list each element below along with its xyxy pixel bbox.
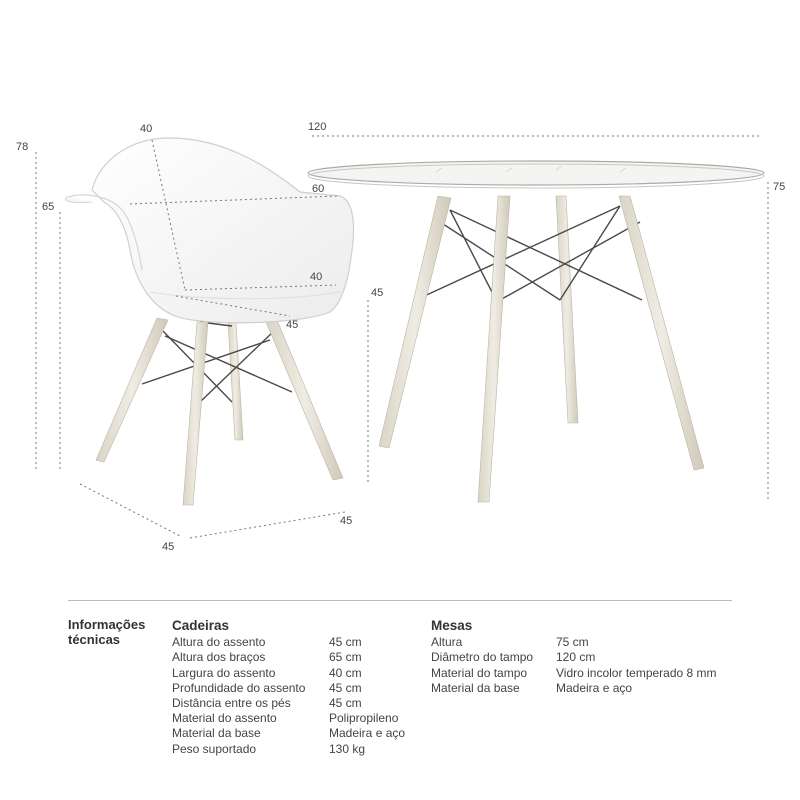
spec-row: Material da base Madeira e aço — [172, 726, 405, 741]
dim-label-seat-depth: 40 — [310, 271, 322, 283]
dim-label-table-diameter: 120 — [308, 121, 326, 133]
table-leg — [477, 195, 511, 503]
spec-row: Altura 75 cm — [431, 635, 717, 650]
spec-row: Peso suportado 130 kg — [172, 742, 405, 757]
spec-label: Largura do assento — [172, 665, 276, 680]
spec-label: Diâmetro do tampo — [431, 650, 534, 665]
tables-heading: Mesas — [431, 618, 473, 633]
spec-value: 120 cm — [556, 650, 596, 665]
spec-value: 45 cm — [329, 635, 362, 650]
chair-leg — [227, 321, 244, 441]
spec-value: 65 cm — [329, 650, 362, 665]
spec-label: Material da base — [172, 726, 261, 741]
table-glass-top — [307, 160, 765, 186]
spec-value: 75 cm — [556, 635, 589, 650]
table-leg — [555, 195, 579, 424]
spec-row: Material do assento Polipropileno — [172, 711, 405, 726]
spec-value: 130 kg — [329, 741, 366, 756]
spec-label: Altura do assento — [172, 635, 266, 650]
chair-leg — [182, 321, 209, 506]
armchair-drawing — [64, 137, 355, 506]
dim-label-base-left: 45 — [162, 541, 174, 553]
spec-value: Madeira e aço — [329, 726, 406, 741]
table-wire-base — [419, 205, 643, 301]
dim-label-base-right: 45 — [340, 515, 352, 527]
spec-row: Largura do assento 40 cm — [172, 666, 405, 681]
table-leg — [378, 195, 452, 449]
section-divider — [68, 600, 732, 601]
spec-label: Material da base — [431, 680, 520, 695]
spec-value: 45 cm — [329, 680, 362, 695]
dim-label-seat-front: 45 — [286, 319, 298, 331]
dim-label-seat-height: 45 — [371, 287, 383, 299]
chair-shell — [91, 137, 355, 324]
spec-value: 45 cm — [329, 696, 362, 711]
table-drawing — [307, 160, 765, 503]
spec-label: Peso suportado — [172, 741, 257, 756]
spec-row: Profundidade do assento 45 cm — [172, 681, 405, 696]
table-dimension-lines — [312, 135, 769, 500]
chair-dimension-lines — [35, 152, 369, 539]
spec-label: Material do assento — [172, 711, 277, 726]
dim-label-chair-height: 78 — [16, 141, 28, 153]
spec-row: Distância entre os pés 45 cm — [172, 696, 405, 711]
spec-row: Diâmetro do tampo 120 cm — [431, 650, 717, 665]
spec-label: Profundidade do assento — [172, 680, 306, 695]
dim-label-arm-height: 65 — [42, 201, 54, 213]
spec-row: Material da base Madeira e aço — [431, 681, 717, 696]
tables-spec-table: Mesas Altura 75 cm Diâmetro do tampo 120 cm… — [431, 618, 717, 696]
spec-value: Polipropileno — [329, 711, 399, 726]
dim-label-seat-width: 60 — [312, 183, 324, 195]
spec-row: Material do tampo Vidro incolor temperado… — [431, 666, 717, 681]
spec-label: Distância entre os pés — [172, 696, 291, 711]
chairs-heading: Cadeiras — [172, 618, 230, 633]
spec-label: Altura dos braços — [172, 650, 266, 665]
table-leg — [618, 195, 705, 471]
spec-label: Altura — [431, 635, 463, 650]
dim-label-chair-width: 40 — [140, 123, 152, 135]
spec-value: Vidro incolor temperado 8 mm — [556, 665, 717, 680]
product-illustration: 78 40 65 60 40 45 45 45 45 120 75 — [16, 121, 785, 553]
chair-wire-base — [141, 321, 293, 403]
spec-label: Material do tampo — [431, 665, 528, 680]
spec-value: 40 cm — [329, 665, 362, 680]
chair-leg — [265, 319, 344, 481]
dim-label-table-height: 75 — [773, 181, 785, 193]
technical-info-title: Informações técnicas — [68, 617, 146, 647]
spec-value: Madeira e aço — [556, 680, 633, 695]
spec-row: Altura dos braços 65 cm — [172, 650, 405, 665]
spec-row: Altura do assento 45 cm — [172, 635, 405, 650]
chair-leg — [95, 317, 169, 463]
